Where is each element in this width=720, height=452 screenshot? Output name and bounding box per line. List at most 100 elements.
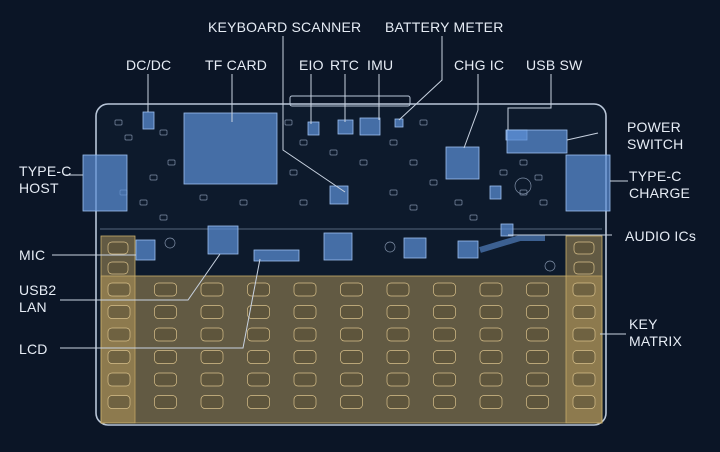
key-switch xyxy=(154,305,177,319)
key-switch xyxy=(293,282,317,297)
key-matrix-area xyxy=(100,235,603,424)
label-power-switch: POWER SWITCH xyxy=(627,119,684,152)
label-keyboard-scanner: KEYBOARD SCANNER xyxy=(208,19,362,35)
pcb-pad xyxy=(139,199,148,206)
pcb-hole xyxy=(384,241,396,253)
key-switch xyxy=(107,395,131,409)
imu-chip xyxy=(359,117,381,136)
audio-trace xyxy=(479,235,545,253)
key-switch xyxy=(572,327,596,342)
pcb-pad xyxy=(299,139,308,146)
key-switch xyxy=(107,305,131,319)
label-mic: MIC xyxy=(19,247,46,263)
key-switch xyxy=(479,305,503,319)
label-type-c-charge: TYPE-C CHARGE xyxy=(629,168,691,201)
key-switch xyxy=(293,372,317,387)
pcb-hole xyxy=(514,177,532,195)
label-rtc: RTC xyxy=(330,57,360,73)
key-switch xyxy=(433,350,456,364)
pcb-pad xyxy=(519,159,528,166)
key-switch xyxy=(107,350,131,364)
pcb-pad xyxy=(519,189,528,196)
pcb-pad xyxy=(539,199,548,206)
pcb-pad xyxy=(299,199,308,206)
key-switch xyxy=(107,372,131,387)
key-switch xyxy=(386,305,410,319)
pcb-pad xyxy=(284,119,293,126)
key-switch xyxy=(526,305,549,319)
key-switch xyxy=(340,282,363,297)
key-switch xyxy=(526,327,549,342)
label-type-c-host: TYPE-C HOST xyxy=(19,163,72,196)
key-switch xyxy=(386,372,410,387)
label-eio: EIO xyxy=(299,57,324,73)
key-switch xyxy=(433,395,456,409)
key-switch xyxy=(340,350,363,364)
audio-ic-1 xyxy=(403,237,427,259)
key-switch xyxy=(479,282,503,297)
pcb-pad xyxy=(359,159,368,166)
key-switch xyxy=(479,350,503,364)
pcb-pad xyxy=(329,149,338,156)
pcb-pad xyxy=(469,214,478,221)
audio-ic-2 xyxy=(457,240,479,259)
key-switch xyxy=(433,372,456,387)
key-switch xyxy=(340,395,363,409)
key-switch xyxy=(293,327,317,342)
key-switch xyxy=(526,372,549,387)
dcdc-chip xyxy=(142,111,155,130)
pcb-pad xyxy=(149,174,158,181)
pcb-pad xyxy=(409,204,418,211)
key-switch xyxy=(386,282,410,297)
key-switch xyxy=(572,350,596,364)
key-switches xyxy=(107,241,596,409)
key-switch xyxy=(386,327,410,342)
key-switch xyxy=(572,305,596,319)
pcb-pad xyxy=(159,129,168,136)
key-switch xyxy=(526,282,549,297)
key-switch xyxy=(107,327,131,342)
key-switch xyxy=(526,395,549,409)
key-switch xyxy=(247,282,270,297)
key-switch xyxy=(479,372,503,387)
key-switch xyxy=(107,241,129,255)
label-tf-card: TF CARD xyxy=(205,57,268,73)
rtc-chip xyxy=(337,119,354,135)
pcb-pad xyxy=(534,174,543,181)
key-switch xyxy=(247,305,270,319)
key-switch xyxy=(433,327,456,342)
pcb-pad xyxy=(389,139,398,146)
key-switch xyxy=(386,350,410,364)
key-switch xyxy=(154,395,177,409)
key-switch xyxy=(247,372,270,387)
audio-ic-3 xyxy=(489,185,502,200)
pcb-pad xyxy=(239,199,248,206)
key-switch xyxy=(154,372,177,387)
key-switch xyxy=(200,395,224,409)
chg-ic-chip xyxy=(445,146,480,180)
big-ic xyxy=(323,232,353,261)
tf-card-slot xyxy=(183,112,278,185)
key-switch xyxy=(247,327,270,342)
key-switch xyxy=(573,261,595,275)
keyboard-scanner-chip xyxy=(329,185,349,205)
pcb-pad xyxy=(159,214,168,221)
key-switch xyxy=(200,372,224,387)
type-c-charge-port xyxy=(565,154,611,212)
battery-meter-chip xyxy=(394,118,404,128)
label-key-matrix: KEY MATRIX xyxy=(629,316,683,349)
key-switch xyxy=(200,305,224,319)
key-switch xyxy=(526,350,549,364)
pcb-pad xyxy=(419,119,428,126)
pcb-pad xyxy=(114,119,123,126)
key-switch xyxy=(154,282,177,297)
key-switch xyxy=(433,282,456,297)
pcb-pad xyxy=(389,189,398,196)
key-switch xyxy=(479,327,503,342)
eio-chip xyxy=(307,121,320,136)
pcb-pad xyxy=(429,179,438,186)
usb2-lan-chip xyxy=(207,225,239,255)
label-battery-meter: BATTERY METER xyxy=(385,19,504,35)
lcd-connector xyxy=(253,249,300,262)
pcb-pad xyxy=(289,169,298,176)
